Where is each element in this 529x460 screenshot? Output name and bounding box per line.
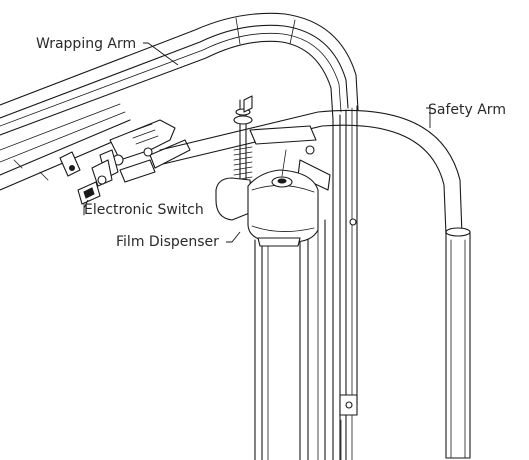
safety-arm <box>159 109 471 459</box>
callout-leaders <box>83 42 431 243</box>
film-dispenser <box>215 149 319 247</box>
label-safety-arm: Safety Arm <box>428 102 506 118</box>
spring-rod <box>233 95 331 201</box>
label-wrapping-arm: Wrapping Arm <box>36 36 136 52</box>
wrapping-arm-rail <box>0 12 359 191</box>
arm-bracket <box>59 119 191 187</box>
mast <box>254 105 358 460</box>
label-film-dispenser: Film Dispenser <box>116 234 219 250</box>
label-electronic-switch: Electronic Switch <box>84 202 204 218</box>
